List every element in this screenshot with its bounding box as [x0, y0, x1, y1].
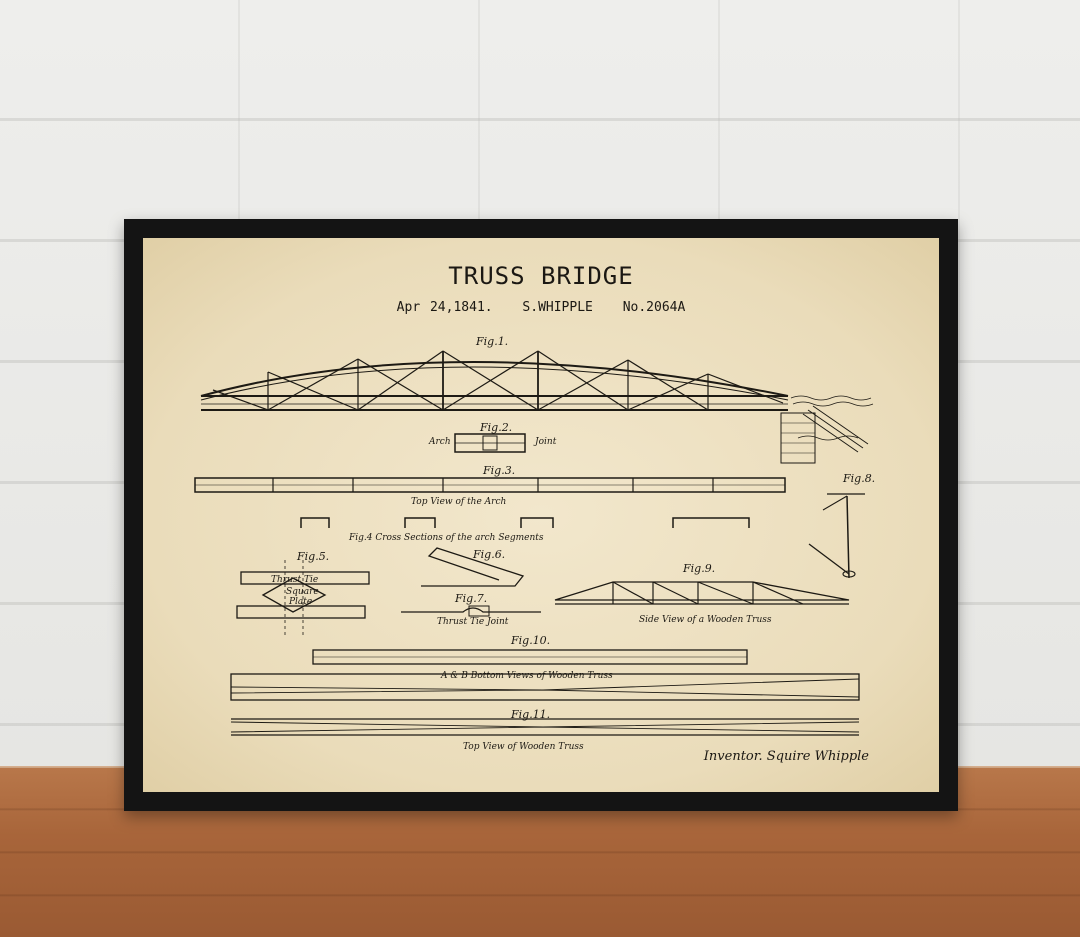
fig10-caption: A & B Bottom Views of Wooden Truss [440, 671, 613, 681]
fig2-label: Fig.2. [479, 421, 512, 434]
fig5-plate-label-2: Plate [288, 597, 312, 607]
fig2-joint [454, 433, 526, 453]
fig4-cross-sections [300, 517, 750, 528]
fig9-caption: Side View of a Wooden Truss [639, 615, 772, 625]
fig11-caption: Top View of Wooden Truss [463, 742, 584, 752]
fig6-detail [421, 547, 525, 587]
fig1-bridge [200, 350, 874, 464]
patent-drawing: Fig.1. Fig.2. Arch Joint Fig.3. Top View… [194, 335, 875, 752]
fig7-label: Fig.7. [454, 592, 487, 605]
inventor-signature: Inventor. Squire Whipple [703, 749, 869, 764]
fig10-label: Fig.10. [510, 634, 550, 647]
fig5-thrust-label: Thrust Tie [271, 575, 318, 585]
fig5-plate-label-1: Square [286, 587, 319, 597]
poster-title: TRUSS BRIDGE [448, 262, 634, 290]
fig7-joint [401, 605, 541, 617]
patent-date: Apr 24,1841. [396, 300, 493, 315]
fig2-joint-label: Joint [533, 437, 557, 447]
fig5-label: Fig.5. [296, 550, 329, 563]
fig1-label: Fig.1. [475, 335, 508, 348]
fig10-bottom-views [230, 649, 860, 701]
fig11-top-view [230, 718, 860, 736]
fig9-label: Fig.9. [682, 562, 715, 575]
fig8-detail [808, 493, 865, 579]
fig9-wooden-truss [554, 581, 850, 605]
fig4-caption: Fig.4 Cross Sections of the arch Segment… [348, 533, 544, 543]
fig3-arch-top-view [194, 477, 786, 493]
poster-subtitle: Apr 24,1841. S.WHIPPLE No.2064A [143, 300, 939, 315]
poster-paper: TRUSS BRIDGE Apr 24,1841. S.WHIPPLE No.2… [143, 238, 939, 792]
fig8-label: Fig.8. [842, 472, 875, 485]
patent-number: No.2064A [622, 300, 686, 315]
fig3-label: Fig.3. [482, 464, 515, 477]
fig5-thrust-tie [236, 560, 370, 638]
fig3-caption: Top View of the Arch [411, 497, 506, 507]
fig2-arch-label: Arch [428, 437, 451, 447]
fig6-label: Fig.6. [472, 548, 505, 561]
patentee-name: S.WHIPPLE [522, 300, 593, 315]
fig7-caption: Thrust Tie Joint [437, 617, 509, 627]
fig11-label: Fig.11. [510, 708, 550, 721]
